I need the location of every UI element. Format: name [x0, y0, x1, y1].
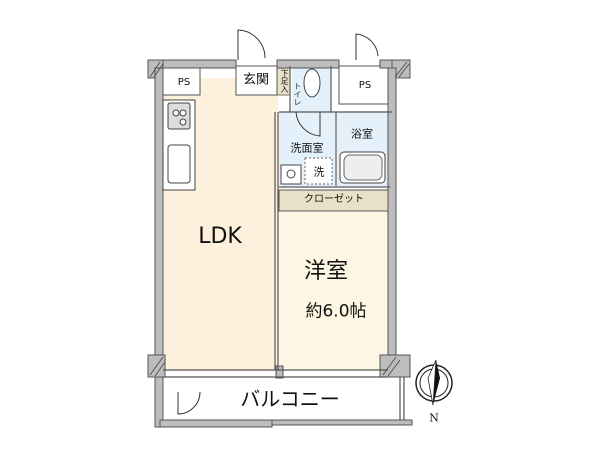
- entrance-label: 玄関: [242, 72, 270, 88]
- washroom-label: 洗面室: [290, 141, 324, 155]
- balcony-label: バルコニー: [240, 387, 340, 411]
- compass-north-label: N: [429, 411, 439, 425]
- western-room-area: [279, 212, 388, 370]
- shoe-storage-label: 下足入: [280, 69, 289, 93]
- washer-space: [304, 157, 333, 185]
- interior-walls: [163, 66, 405, 420]
- entrance-area: [235, 65, 278, 96]
- toilet-label: トイレ: [293, 82, 302, 106]
- doors: [177, 29, 379, 415]
- washer-label: 洗: [313, 165, 325, 179]
- kitchen-counter: [162, 99, 196, 191]
- washbasin: [280, 164, 302, 185]
- wall-hatching: [149, 61, 410, 377]
- closet-label: クローゼット: [304, 194, 364, 205]
- western-room-label: 洋室: [303, 259, 349, 284]
- toilet-fixture: [303, 68, 321, 98]
- ldk-label: LDK: [198, 224, 242, 249]
- western-room-size: 約6.0帖: [305, 301, 367, 322]
- walls: [147, 59, 413, 428]
- ps-right-label: PS: [358, 80, 372, 91]
- bathroom-label: 浴室: [351, 127, 373, 141]
- ps-left-label: PS: [177, 77, 191, 88]
- compass-icon: [415, 359, 453, 406]
